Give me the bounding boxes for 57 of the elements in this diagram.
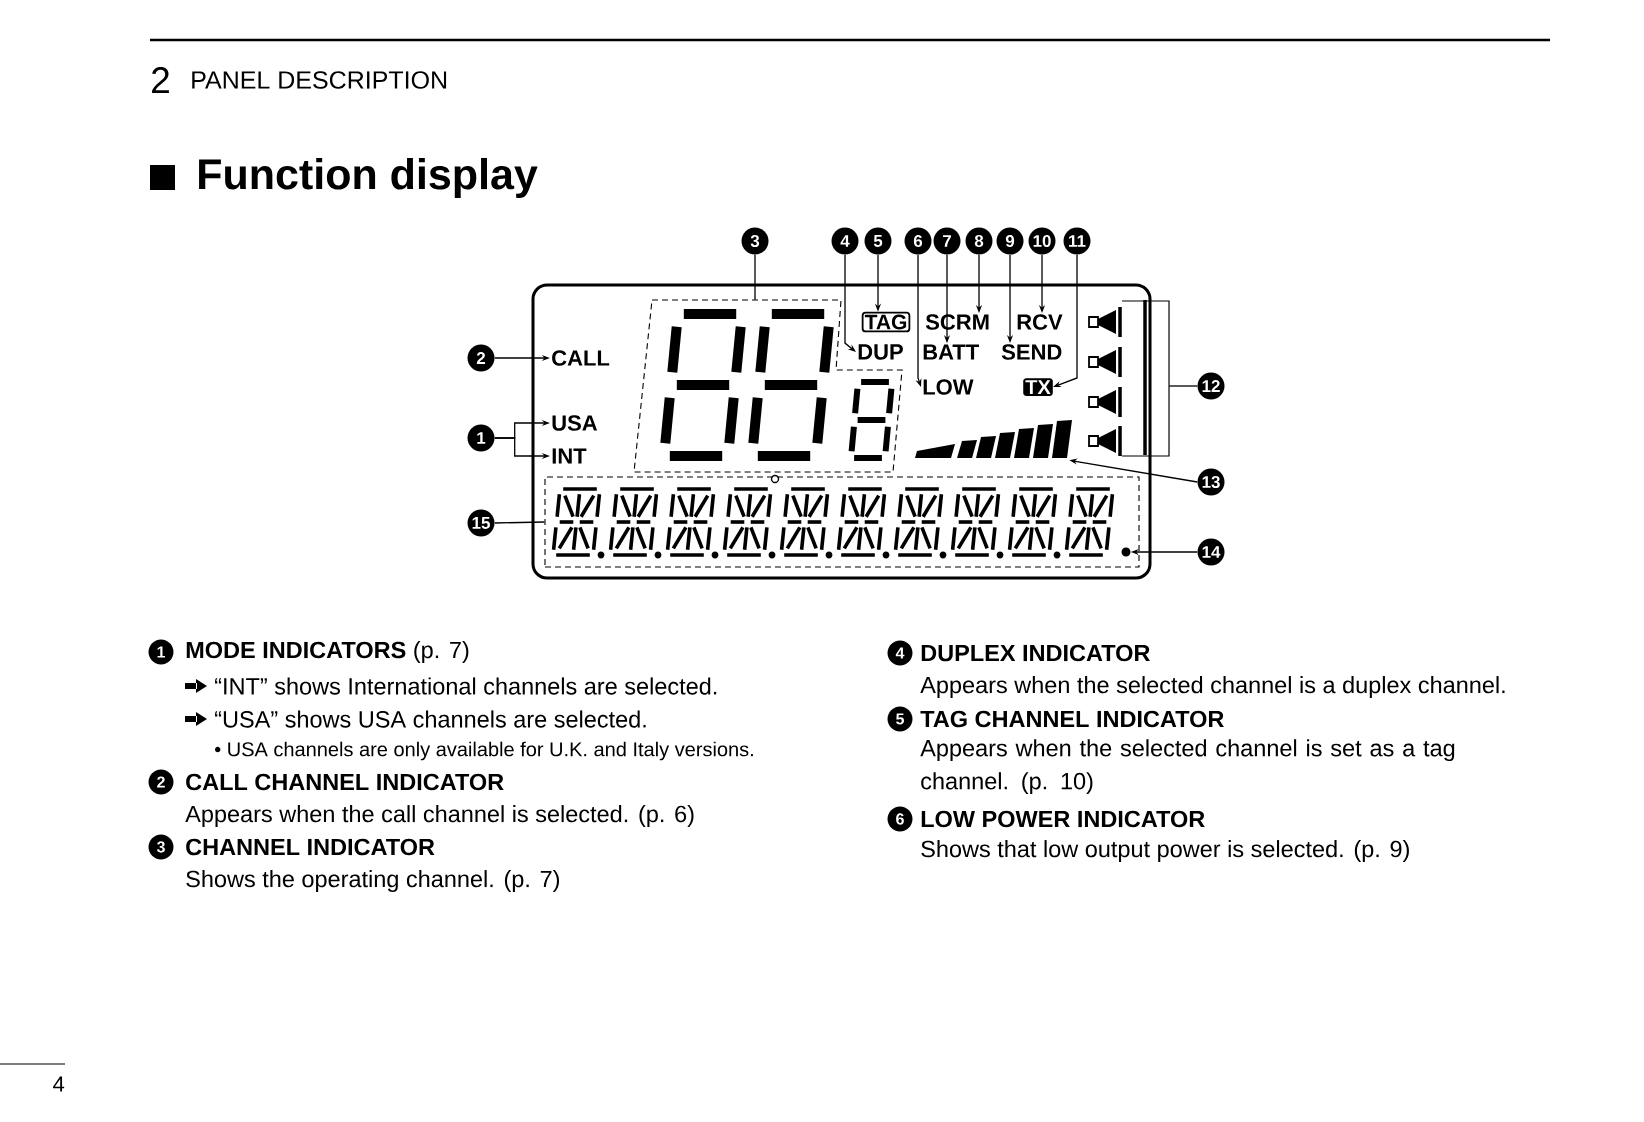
indicator-label: DUP	[858, 344, 903, 360]
item-text: “INT” shows International channels are selected.	[215, 677, 717, 695]
note-text: • USA channels are only available for U.K. and Italy versions.	[215, 741, 753, 761]
indicator-label: LOW	[923, 379, 974, 395]
item-number: 4	[887, 640, 913, 666]
dot-matrix-display	[544, 474, 1140, 568]
item-number: 3	[148, 834, 174, 860]
callout-number: 9	[996, 227, 1024, 255]
callout-number: 11	[1063, 227, 1091, 255]
indicator-label: INT	[552, 448, 587, 464]
arrow	[844, 254, 856, 352]
indicator-label: TX	[1023, 378, 1053, 396]
callout-number: 2	[467, 344, 495, 372]
item-heading: CHANNEL INDICATOR	[186, 838, 435, 856]
item-text: Appears when the call channel is selected. (p. 6)	[185, 805, 694, 827]
callout-number: 12	[1197, 372, 1225, 400]
item-number: 6	[887, 806, 913, 832]
item-text: Shows that low output power is selected. (p. 9)	[921, 840, 1409, 862]
item-heading: DUPLEX INDICATOR	[921, 644, 1150, 662]
indicator-label: TAG	[861, 311, 911, 333]
item-text: MODE INDICATORS (p. 7)	[186, 641, 469, 663]
callout-number: 7	[933, 227, 961, 255]
item-heading: CALL CHANNEL INDICATOR	[186, 773, 504, 791]
title: Function display	[199, 157, 538, 199]
item-number: 1	[148, 639, 174, 665]
leader-line	[494, 521, 546, 524]
chapter-title: PANEL DESCRIPTION	[192, 71, 447, 89]
callout-number: 3	[741, 227, 769, 255]
callout-number: 10	[1028, 227, 1056, 255]
item-heading: LOW POWER INDICATOR	[921, 810, 1205, 828]
page-number: 4	[53, 1076, 65, 1092]
indicator-label: BATT	[923, 344, 979, 360]
indicator-label: CALL	[552, 350, 610, 366]
item-text: Appears when the selected channel is set as a tag channel. (p. 10)	[920, 739, 1455, 795]
callout-number: 8	[965, 227, 993, 255]
item-heading: TAG CHANNEL INDICATOR	[920, 710, 1224, 728]
chapter-number: 2	[152, 67, 169, 93]
callout-number: 14	[1197, 538, 1225, 566]
indicator-label: USA	[552, 415, 598, 431]
callout-number: 5	[864, 227, 892, 255]
item-text: Shows the operating channel. (p. 7)	[186, 870, 560, 892]
item-text: “USA” shows USA channels are selected.	[215, 710, 646, 728]
callout-number: 15	[467, 509, 495, 537]
callout-number: 13	[1197, 468, 1225, 496]
leader-line	[754, 254, 756, 301]
leader-line	[1168, 385, 1198, 387]
speaker-level-drawing	[1088, 300, 1170, 457]
callout-number: 1	[467, 424, 495, 452]
indicator-label: SEND	[1001, 344, 1062, 360]
item-text: Appears when the selected channel is a duplex channel.	[920, 676, 1505, 698]
callout-number: 4	[831, 227, 859, 255]
callout-number: 6	[904, 227, 932, 255]
item-number: 2	[148, 769, 174, 795]
item-number: 5	[887, 706, 913, 732]
indicator-label: RCV	[1017, 314, 1063, 330]
lcd-frame	[531, 283, 1152, 580]
signal-meter-bar	[915, 420, 1072, 458]
